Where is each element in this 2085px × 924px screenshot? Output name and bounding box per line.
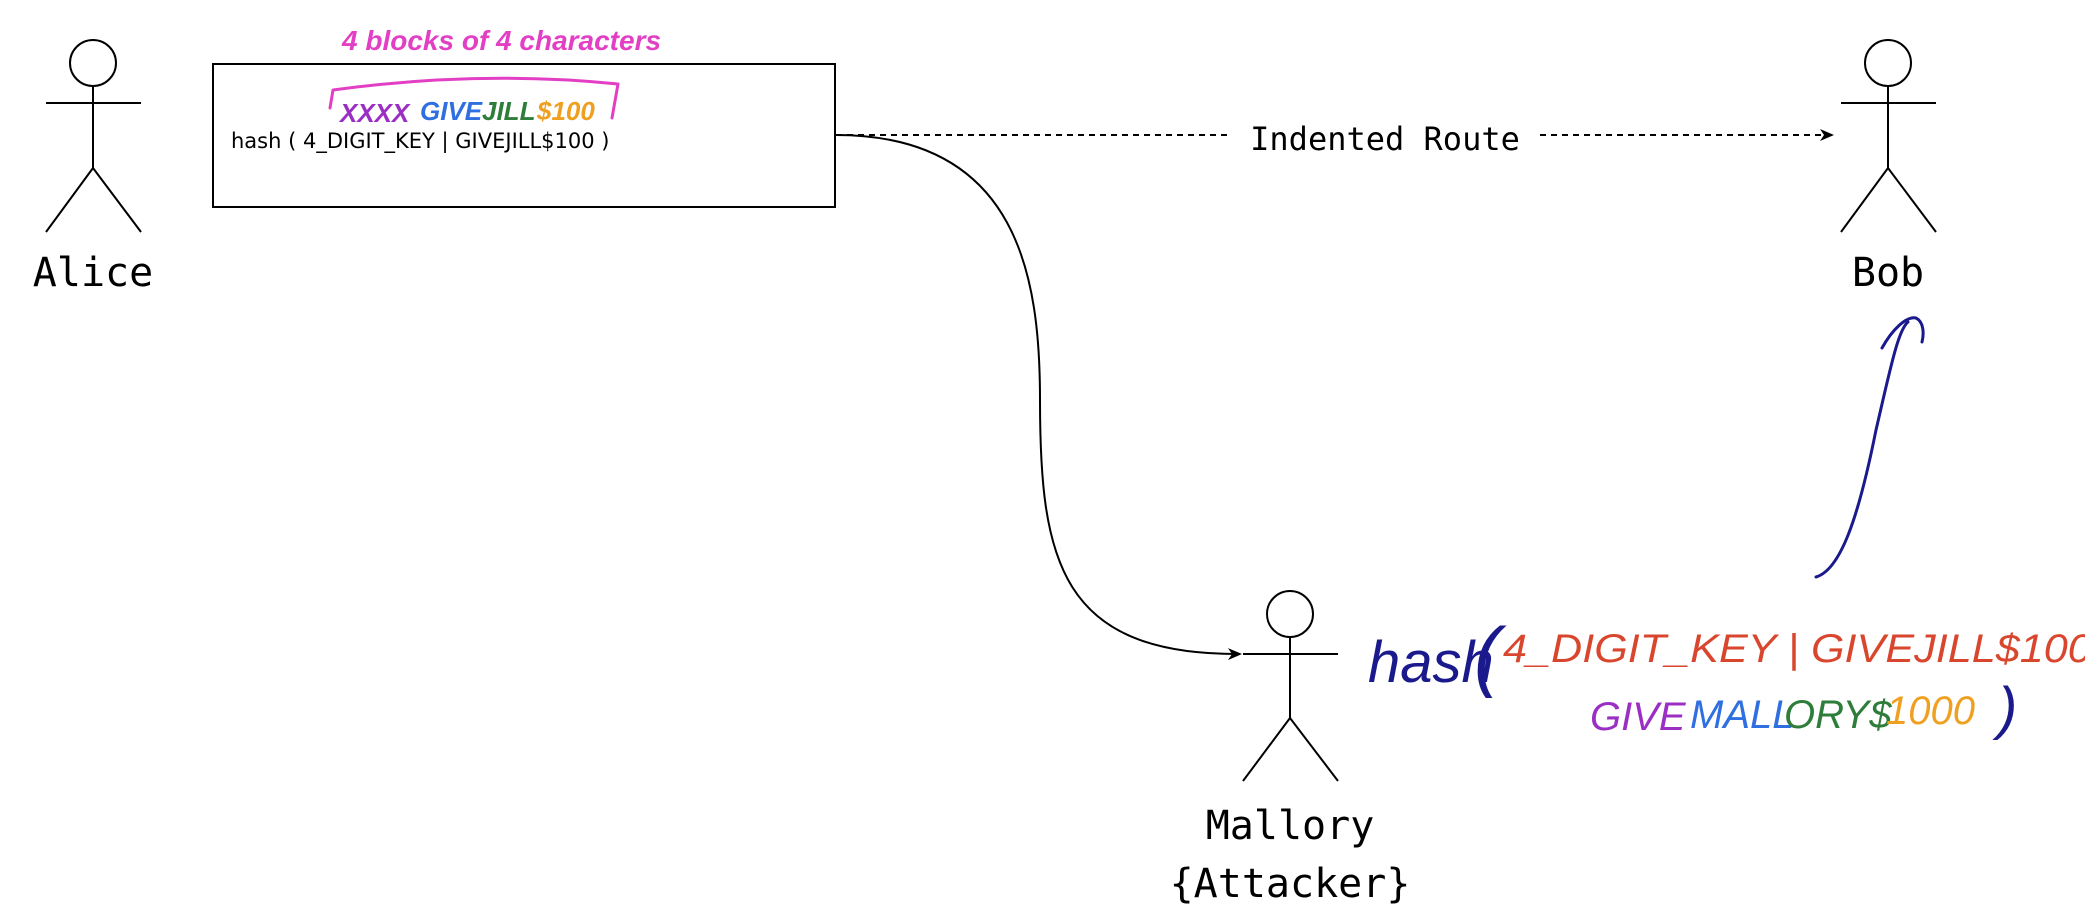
mallory-actor	[1242, 590, 1339, 782]
message-block-1: XXXX	[338, 98, 411, 128]
forgery-line-1: 4_DIGIT_KEY | GIVEJILL$100 |	[1503, 627, 2085, 671]
message-block-2: GIVE	[420, 96, 483, 126]
forgery-block-2: MALL	[1690, 693, 1795, 737]
route-label-bg	[1232, 118, 1538, 154]
message-hash-formula: hash ( 4_DIGIT_KEY | GIVEJILL$100 )	[231, 129, 609, 154]
blocks-annotation: 4 blocks of 4 characters	[341, 25, 661, 56]
bob-head	[1864, 39, 1912, 87]
annotation-bracket	[328, 76, 620, 120]
alice-head	[69, 39, 117, 87]
message-box	[212, 63, 836, 208]
forgery-block-1: GIVE	[1590, 695, 1687, 739]
alice-label: Alice	[33, 250, 153, 296]
mallory-head	[1266, 590, 1314, 638]
forgery-hash-word: hash	[1368, 630, 1494, 695]
alice-actor	[45, 39, 142, 233]
forgery-block-4: 1000	[1886, 689, 1975, 733]
forgery-to-bob-arrow	[1814, 320, 1910, 579]
message-block-3: JILL	[482, 96, 535, 126]
forgery-block-3: ORY$	[1784, 693, 1892, 737]
bob-actor	[1840, 39, 1937, 233]
intercept-route-arrow	[835, 134, 1242, 661]
intended-route-label: Indented Route	[1250, 120, 1520, 158]
forgery-arrowhead	[1880, 316, 1925, 350]
forgery-close-paren: )	[1992, 676, 2017, 741]
mallory-label: Mallory	[1206, 803, 1375, 849]
message-block-4: $100	[536, 96, 595, 126]
bob-label: Bob	[1852, 250, 1924, 296]
mallory-role-label: {Attacker}	[1170, 861, 1411, 907]
